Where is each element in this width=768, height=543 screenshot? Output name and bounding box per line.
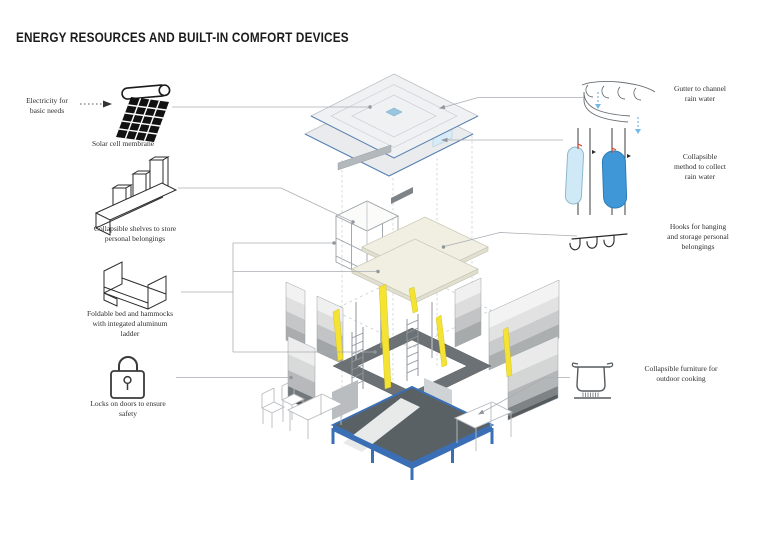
- electricity-label: Electricity for basic needs: [26, 96, 68, 115]
- hooks-label: Hooks for hanging and storage personal b…: [667, 222, 729, 251]
- outdoor-furniture-left: [260, 379, 344, 439]
- gutter-icon: [581, 81, 656, 134]
- rain-water-bags-icon: [564, 128, 631, 215]
- floor-ring: [332, 290, 492, 405]
- base-platform: [330, 385, 495, 480]
- collapsible-shelves-icon: [94, 156, 178, 236]
- gutter-label: Gutter to channel rain water: [673, 84, 727, 103]
- hooks-icon: [569, 233, 628, 251]
- page-title: ENERGY RESOURCES AND BUILT-IN COMFORT DE…: [16, 29, 349, 45]
- solar-panel-membrane-icon: [116, 84, 171, 142]
- foldable-bed-icon: [103, 261, 167, 310]
- rain-flow-arrows: [597, 92, 639, 129]
- roof-assembly: [304, 73, 479, 204]
- rain-water-label: Collapsible method to collect rain water: [673, 152, 727, 181]
- upper-ramp: [391, 187, 413, 204]
- dotted-arrow-icon: [80, 100, 112, 108]
- hammock-straps: [332, 283, 513, 390]
- padlock-icon: [110, 356, 145, 399]
- foldable-bed-label: Foldable bed and hammocks with integated…: [86, 309, 174, 338]
- cooking-label: Collapsible furniture for outdoor cookin…: [644, 364, 718, 383]
- leader-dots: [289, 104, 485, 415]
- leader-lines: [172, 97, 583, 415]
- solar-cell-membrane-label: Solar cell membrane: [91, 139, 155, 148]
- platform-legs: [331, 428, 494, 480]
- collapsible-shelves-label: Collapsible shelves to store personal be…: [93, 224, 177, 243]
- roof-ramp: [337, 144, 392, 171]
- locks-label: Locks on doors to ensure safety: [90, 399, 166, 418]
- outdoor-table-right: [453, 401, 514, 451]
- cooking-pot-icon: [571, 362, 614, 399]
- floor-slabs: [351, 216, 489, 304]
